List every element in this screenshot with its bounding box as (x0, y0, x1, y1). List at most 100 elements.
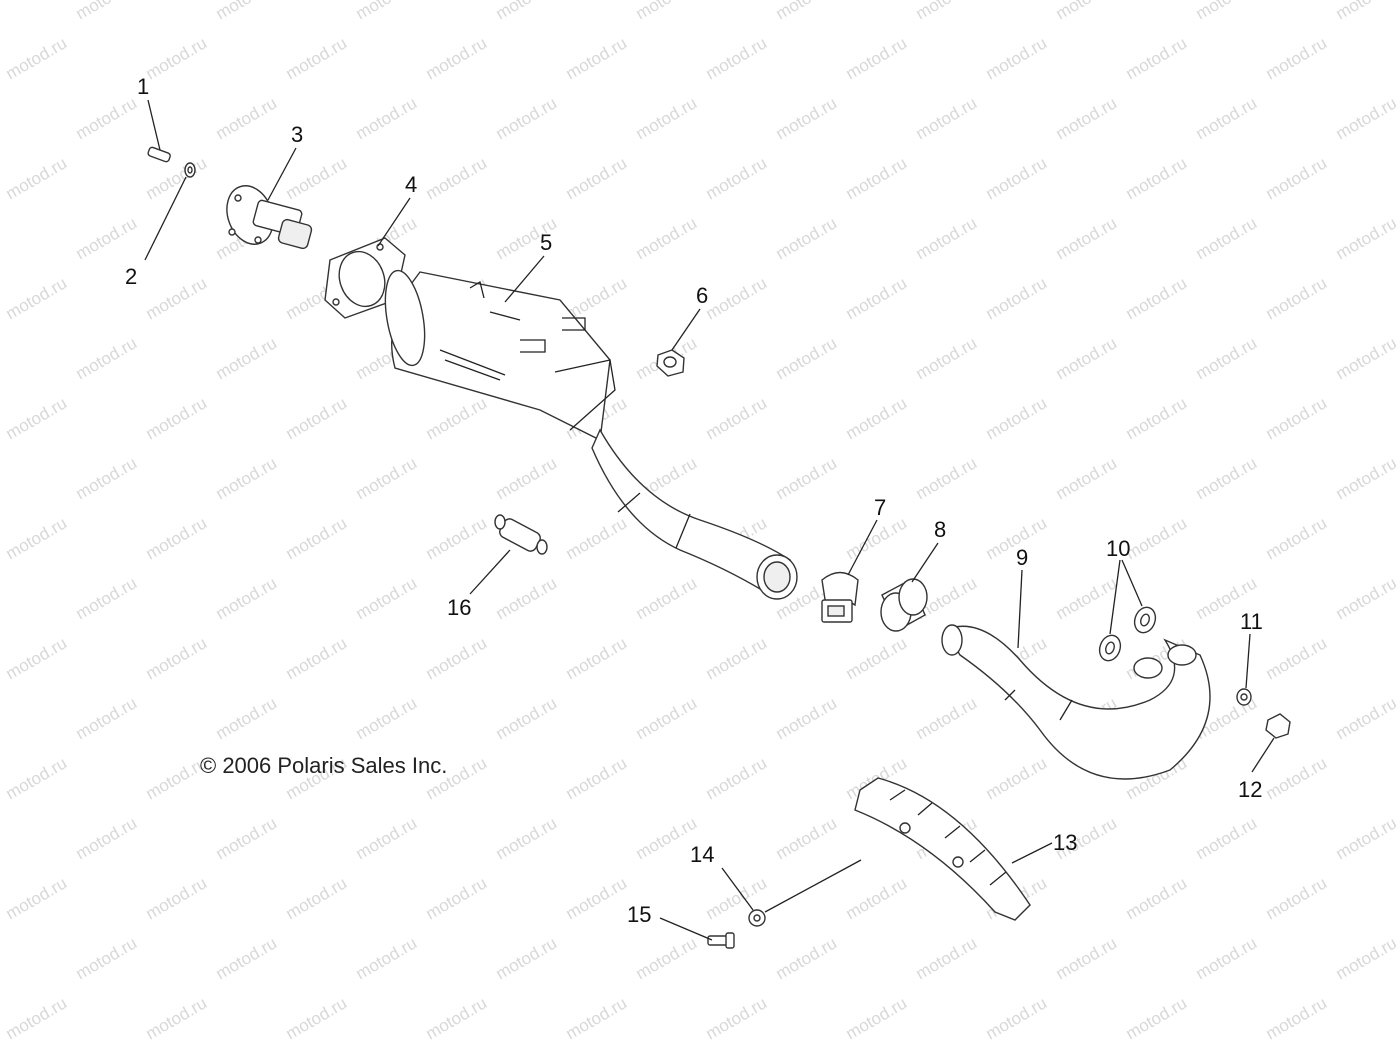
part-5-muffler (384, 269, 798, 600)
callout-labels: 1 2 3 4 5 6 7 8 9 10 11 12 13 14 15 16 (125, 74, 1263, 927)
watermark-text: motod.ru (1123, 993, 1191, 1043)
watermark-text: motod.ru (1053, 453, 1121, 503)
watermark-text: motod.ru (3, 393, 71, 443)
watermark-text: motod.ru (1263, 393, 1331, 443)
callout-1: 1 (137, 74, 149, 99)
watermark-text: motod.ru (143, 273, 211, 323)
part-9-head-pipe (941, 624, 1211, 780)
watermark-text: motod.ru (1123, 393, 1191, 443)
part-11-washer (1236, 688, 1252, 706)
watermark-text: motod.ru (283, 633, 351, 683)
callout-8: 8 (934, 517, 946, 542)
watermark-text: motod.ru (143, 393, 211, 443)
watermark-text: motod.ru (843, 273, 911, 323)
watermark-text: motod.ru (143, 873, 211, 923)
watermark-text: motod.ru (283, 33, 351, 83)
watermark-text: motod.ru (283, 993, 351, 1043)
part-10-gaskets (1098, 606, 1157, 662)
watermark-text: motod.ru (773, 213, 841, 263)
watermark-text: motod.ru (1333, 333, 1396, 383)
watermark-text: motod.ru (143, 993, 211, 1043)
watermark-text: motod.ru (773, 933, 841, 983)
watermark-text: motod.ru (1333, 933, 1396, 983)
callout-11: 11 (1240, 609, 1263, 634)
watermark-text: motod.ru (493, 933, 561, 983)
watermark-text: motod.ru (773, 93, 841, 143)
watermark-text: motod.ru (633, 933, 701, 983)
watermark-text: motod.ru (73, 93, 141, 143)
watermark-text: motod.ru (563, 513, 631, 563)
watermark-text: motod.ru (563, 153, 631, 203)
watermark-text: motod.ru (913, 0, 981, 23)
watermark-text: motod.ru (493, 813, 561, 863)
watermark-text: motod.ru (73, 453, 141, 503)
callout-4: 4 (405, 172, 417, 197)
watermark-text: motod.ru (1263, 993, 1331, 1043)
watermark-text: motod.ru (633, 213, 701, 263)
callout-10: 10 (1106, 536, 1130, 561)
watermark-text: motod.ru (633, 93, 701, 143)
watermark-text: motod.ru (3, 633, 71, 683)
watermark-text: motod.ru (213, 573, 281, 623)
part-15-bolt (707, 932, 735, 949)
callout-15: 15 (627, 902, 651, 927)
watermark-text: motod.ru (843, 633, 911, 683)
watermark-text: motod.ru (703, 993, 771, 1043)
watermark-text: motod.ru (1333, 213, 1396, 263)
watermark-text: motod.ru (983, 993, 1051, 1043)
watermark-text: motod.ru (703, 393, 771, 443)
watermark-text: motod.ru (563, 873, 631, 923)
watermark-text: motod.ru (773, 453, 841, 503)
watermark-text: motod.ru (1123, 513, 1191, 563)
copyright-text: © 2006 Polaris Sales Inc. (200, 753, 447, 778)
watermark-text: motod.ru (3, 993, 71, 1043)
watermark-text: motod.ru (213, 813, 281, 863)
watermark-text: motod.ru (773, 693, 841, 743)
watermark-text: motod.ru (983, 393, 1051, 443)
part-13-heat-shield (854, 777, 1031, 921)
watermark-text: motod.ru (913, 453, 981, 503)
watermark-text: motod.ru (1333, 93, 1396, 143)
watermark-text: motod.ru (73, 0, 141, 23)
watermark-text: motod.ru (913, 693, 981, 743)
watermark-text: motod.ru (213, 93, 281, 143)
watermark-text: motod.ru (283, 153, 351, 203)
watermark-text: motod.ru (73, 573, 141, 623)
watermark-text: motod.ru (1193, 213, 1261, 263)
watermark-text: motod.ru (213, 693, 281, 743)
watermark-text: motod.ru (3, 273, 71, 323)
watermark-text: motod.ru (633, 0, 701, 23)
watermark-text: motod.ru (423, 33, 491, 83)
watermark-text: motod.ru (143, 633, 211, 683)
watermark-text: motod.ru (493, 0, 561, 23)
watermark-text: motod.ru (73, 333, 141, 383)
watermark-text: motod.ru (1333, 813, 1396, 863)
part-1-pin (147, 146, 171, 163)
callout-14: 14 (690, 842, 714, 867)
part-8-sleeve (880, 578, 928, 632)
watermark-text: motod.ru (423, 153, 491, 203)
watermark-text: motod.ru (1123, 273, 1191, 323)
watermark-text: motod.ru (983, 753, 1051, 803)
watermark-text: motod.ru (563, 33, 631, 83)
watermark-text: motod.ru (3, 753, 71, 803)
watermark-text: motod.ru (1053, 93, 1121, 143)
callout-12: 12 (1238, 777, 1262, 802)
watermark-text: motod.ru (1193, 0, 1261, 23)
watermark-text: motod.ru (563, 633, 631, 683)
watermark-text: motod.ru (353, 933, 421, 983)
watermark-text: motod.ru (1263, 633, 1331, 683)
part-16-bushing (494, 514, 548, 555)
watermark-text: motod.ru (983, 273, 1051, 323)
watermark-text: motod.ru (353, 813, 421, 863)
callout-6: 6 (696, 283, 708, 308)
watermark-text: motod.ru (773, 333, 841, 383)
watermark-text: motod.ru (983, 33, 1051, 83)
watermark-text: motod.ru (983, 153, 1051, 203)
watermark-text: motod.ru (283, 513, 351, 563)
watermark-text: motod.ru (3, 513, 71, 563)
watermark-text: motod.ru (3, 153, 71, 203)
watermark-text: motod.ru (633, 573, 701, 623)
watermark-text: motod.ru (213, 333, 281, 383)
